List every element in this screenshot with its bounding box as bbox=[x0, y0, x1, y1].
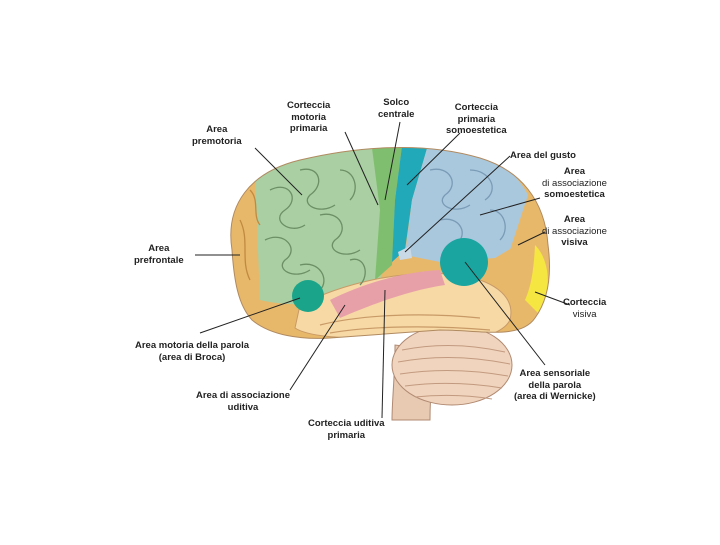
label-line: Area di associazione bbox=[196, 390, 290, 402]
label-line: prefrontale bbox=[134, 255, 184, 267]
label-line: Area bbox=[542, 214, 607, 226]
label-line: primaria bbox=[446, 114, 507, 126]
label-line: somoestetica bbox=[446, 125, 507, 137]
label-line: centrale bbox=[378, 109, 414, 121]
label-area-motoria-parola: Area motoria della parola(area di Broca) bbox=[135, 340, 249, 363]
label-line: (area di Broca) bbox=[135, 352, 249, 364]
label-line: premotoria bbox=[192, 136, 242, 148]
label-line: Area bbox=[134, 243, 184, 255]
wernicke-area bbox=[440, 238, 488, 286]
label-line: Corteccia bbox=[563, 297, 606, 309]
label-line: Corteccia uditiva bbox=[308, 418, 385, 430]
label-line: di associazione bbox=[542, 178, 607, 190]
broca-area bbox=[292, 280, 324, 312]
label-line: uditiva bbox=[196, 402, 290, 414]
premotor-area bbox=[255, 147, 385, 304]
label-line: di associazione bbox=[542, 226, 607, 238]
cerebellum-body bbox=[392, 325, 512, 405]
label-line: motoria bbox=[287, 112, 330, 124]
label-line: Solco bbox=[378, 97, 414, 109]
label-line: Area motoria della parola bbox=[135, 340, 249, 352]
label-line: Area del gusto bbox=[510, 150, 576, 162]
label-line: primaria bbox=[287, 123, 330, 135]
label-line: Area sensoriale bbox=[514, 368, 596, 380]
label-line: visiva bbox=[563, 309, 606, 321]
label-line: (area di Wernicke) bbox=[514, 391, 596, 403]
label-line: primaria bbox=[308, 430, 385, 442]
label-line: Corteccia bbox=[287, 100, 330, 112]
cortex bbox=[220, 130, 560, 350]
label-line: Area bbox=[542, 166, 607, 178]
label-line: visiva bbox=[542, 237, 607, 249]
label-area-gusto: Area del gusto bbox=[510, 150, 576, 162]
label-line: Area bbox=[192, 124, 242, 136]
label-line: somoestetica bbox=[542, 189, 607, 201]
label-line: Corteccia bbox=[446, 102, 507, 114]
label-line: della parola bbox=[514, 380, 596, 392]
cerebellum bbox=[392, 325, 512, 420]
